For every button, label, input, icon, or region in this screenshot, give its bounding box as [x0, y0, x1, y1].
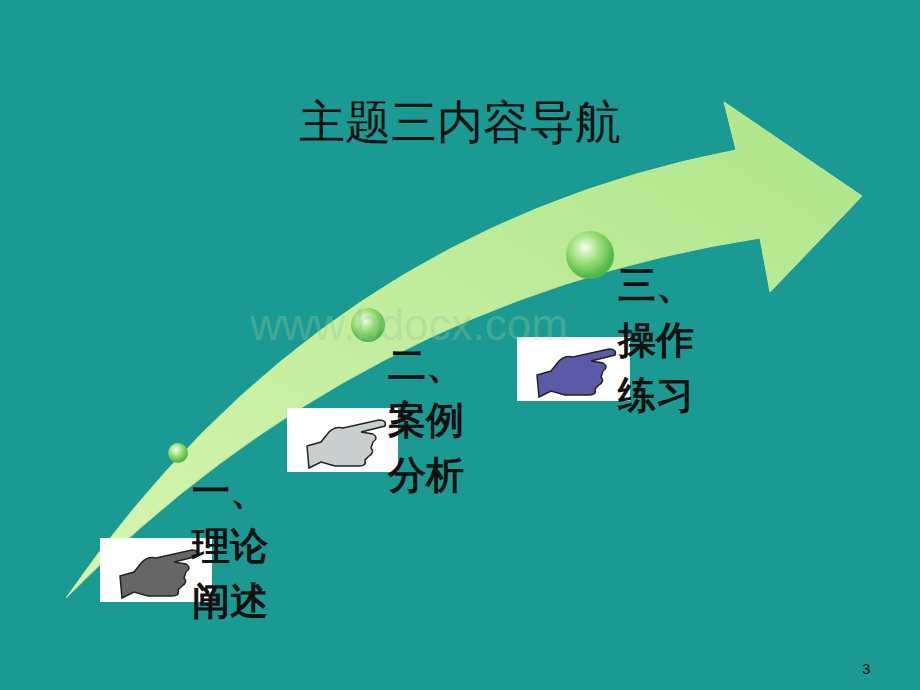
page-number: 3: [862, 660, 870, 677]
ball: [168, 443, 188, 463]
hand-icon: [287, 408, 398, 472]
nav-item: 二、案例分析: [388, 338, 464, 503]
watermark: www.bdocx.com: [250, 300, 568, 350]
nav-item: 一、理论阐述: [192, 464, 268, 629]
title: 主题三内容导航: [299, 92, 621, 154]
curved-arrow: [66, 102, 862, 598]
nav-item: 三、操作练习: [618, 258, 694, 423]
ball: [566, 231, 614, 279]
